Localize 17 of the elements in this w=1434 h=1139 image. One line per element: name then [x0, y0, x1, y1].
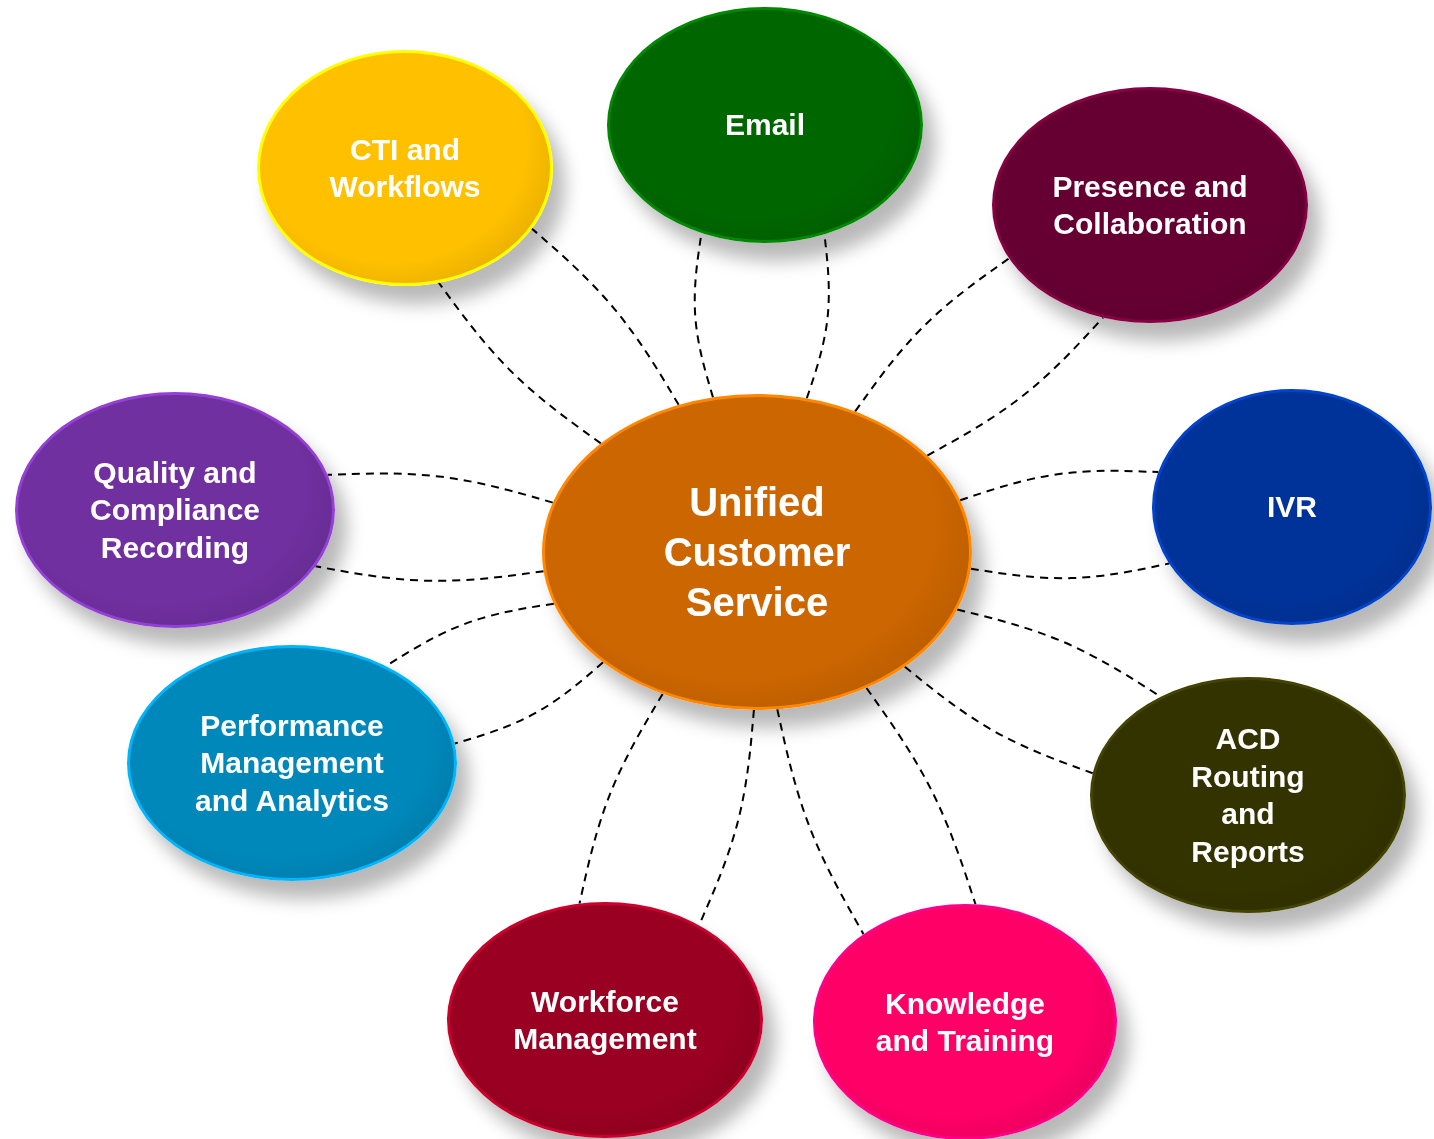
dashed-connector: [903, 665, 1094, 775]
node-label: Unified Customer Service: [662, 479, 852, 626]
node-label: Email: [724, 107, 805, 144]
dashed-connector: [453, 661, 605, 745]
dashed-connector: [314, 565, 545, 582]
node-label: IVR: [1267, 489, 1317, 526]
dashed-connector: [926, 316, 1104, 457]
node-label: Quality and Compliance Recording: [88, 454, 261, 566]
node-label: Presence and Collaboration: [1051, 168, 1249, 242]
node-label: Workforce Management: [512, 983, 698, 1057]
node-label: CTI and Workflows: [328, 131, 482, 205]
dashed-connector: [776, 708, 865, 936]
node-label: ACD Routing and Reports: [1190, 721, 1306, 870]
node-label: Performance Management and Analytics: [194, 707, 390, 819]
node-label: Knowledge and Training: [874, 985, 1056, 1059]
ellipse-node: [127, 645, 457, 881]
dashed-connector: [865, 686, 977, 906]
